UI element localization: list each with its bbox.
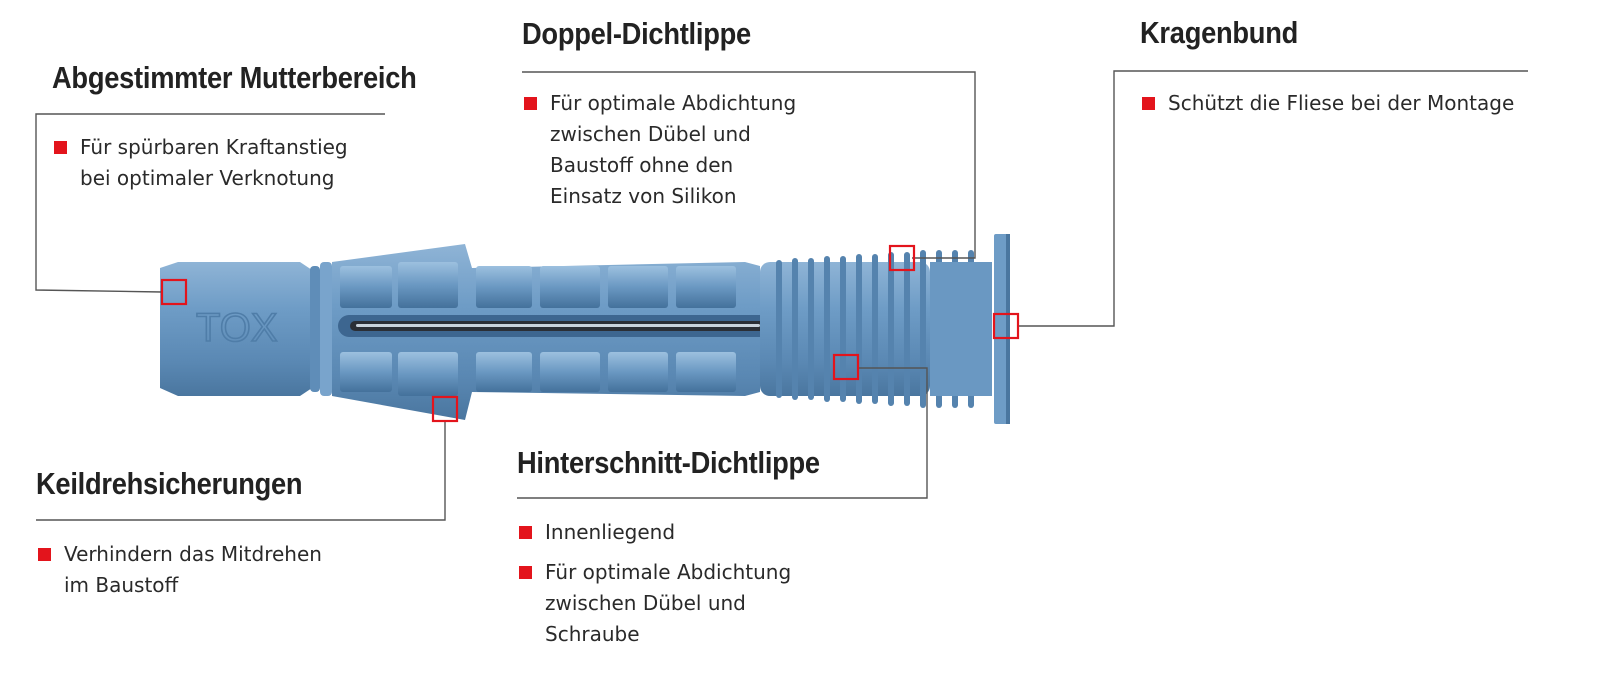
tox-logo: TOX: [196, 306, 278, 350]
marker-keil: [431, 395, 459, 423]
list-doppel: Für optimale Abdichtung zwischen Dübel u…: [524, 88, 796, 212]
rib: [340, 352, 392, 392]
rib: [676, 352, 736, 392]
leader-line-kragenbund: [1018, 70, 1528, 327]
seal-ring: [776, 260, 782, 398]
leader-line-mutterbereich: [35, 113, 385, 293]
list-kragenbund: Schützt die Fliese bei der Montage: [1142, 88, 1514, 119]
bullet-mutterbereich-1: Für spürbaren Kraftanstieg bei optimaler…: [54, 132, 348, 194]
list-mutterbereich: Für spürbaren Kraftanstieg bei optimaler…: [54, 132, 348, 194]
heading-mutterbereich: Abgestimmter Mutterbereich: [52, 60, 417, 95]
bullet-kragenbund-1: Schützt die Fliese bei der Montage: [1142, 88, 1514, 119]
rib: [676, 266, 736, 308]
marker-kragenbund: [992, 312, 1020, 340]
heading-doppel: Doppel-Dichtlippe: [522, 16, 751, 51]
bullet-square-icon: [38, 548, 51, 561]
seal-ring: [904, 252, 910, 406]
bullet-doppel-1: Für optimale Abdichtung zwischen Dübel u…: [524, 88, 796, 212]
seal-ring: [856, 254, 862, 404]
collar-edge: [1006, 234, 1010, 424]
sealing-core: [930, 262, 992, 396]
heading-hinterschnitt: Hinterschnitt-Dichtlippe: [517, 445, 820, 480]
bullet-hinterschnitt-1: Innenliegend: [519, 517, 791, 548]
seal-ring: [808, 258, 814, 400]
dowel-nut-area: [160, 262, 312, 396]
seal-ring: [920, 250, 926, 408]
bullet-square-icon: [1142, 97, 1155, 110]
list-hinterschnitt: Innenliegend Für optimale Abdichtung zwi…: [519, 517, 791, 650]
rib: [540, 352, 600, 392]
list-keil: Verhindern das Mitdrehen im Baustoff: [38, 539, 322, 601]
marker-hinterschnitt: [832, 353, 860, 381]
bullet-keil-1: Verhindern das Mitdrehen im Baustoff: [38, 539, 322, 601]
leader-lines: [35, 70, 1528, 521]
seal-ring: [824, 256, 830, 402]
bullet-square-icon: [54, 141, 67, 154]
bullet-square-icon: [519, 566, 532, 579]
marker-mutterbereich: [160, 278, 188, 306]
top-ribs: [340, 262, 736, 308]
bottom-ribs: [340, 352, 736, 396]
leader-line-keil: [36, 420, 446, 521]
rib: [398, 352, 458, 396]
rib: [398, 262, 458, 308]
bullet-square-icon: [524, 97, 537, 110]
rib: [476, 352, 532, 392]
seal-ring: [888, 252, 894, 406]
rib: [540, 266, 600, 308]
expansion-slot: [338, 315, 778, 337]
seal-ring: [840, 256, 846, 402]
marker-doppel: [888, 244, 916, 272]
leader-line-doppel: [522, 71, 976, 259]
bullet-hinterschnitt-2: Für optimale Abdichtung zwischen Dübel u…: [519, 557, 791, 650]
heading-kragenbund: Kragenbund: [1140, 15, 1299, 50]
seal-ring: [792, 258, 798, 400]
rib: [608, 266, 668, 308]
rib: [340, 266, 392, 308]
heading-keil: Keildrehsicherungen: [36, 466, 303, 501]
dowel-body: TOX: [160, 234, 1010, 424]
markers: [160, 244, 1020, 423]
seal-ring: [872, 254, 878, 404]
rib: [476, 266, 532, 308]
leader-line-hinterschnitt: [517, 367, 928, 499]
neck-ring: [320, 262, 332, 396]
neck-ring: [310, 266, 320, 392]
rib: [608, 352, 668, 392]
bullet-square-icon: [519, 526, 532, 539]
